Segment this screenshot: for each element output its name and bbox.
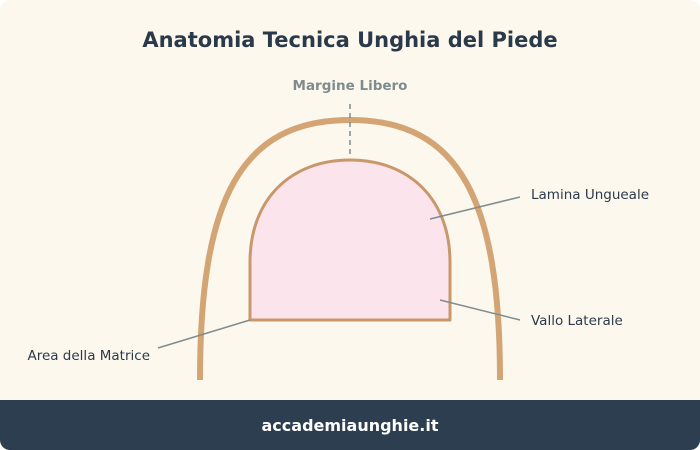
footer-site-link[interactable]: accademiaunghie.it — [261, 415, 439, 435]
toe-outline — [197, 116, 503, 381]
free-edge-label: Margine Libero — [293, 78, 408, 94]
nail-plate-leader — [429, 196, 521, 220]
footer-bar: accademiaunghie.it — [0, 400, 700, 450]
nail-plate-label: Lamina Ungueale — [531, 187, 649, 203]
nail-plate — [248, 158, 452, 322]
diagram-title: Anatomia Tecnica Unghia del Piede — [142, 28, 558, 52]
matrix-area-leader — [157, 319, 251, 349]
lateral-fold-leader — [439, 299, 521, 321]
lateral-fold-label: Vallo Laterale — [531, 313, 623, 329]
matrix-area-label: Area della Matrice — [27, 348, 150, 364]
toenail-diagram: Margine Libero Lamina Ungueale Vallo Lat… — [27, 78, 649, 381]
